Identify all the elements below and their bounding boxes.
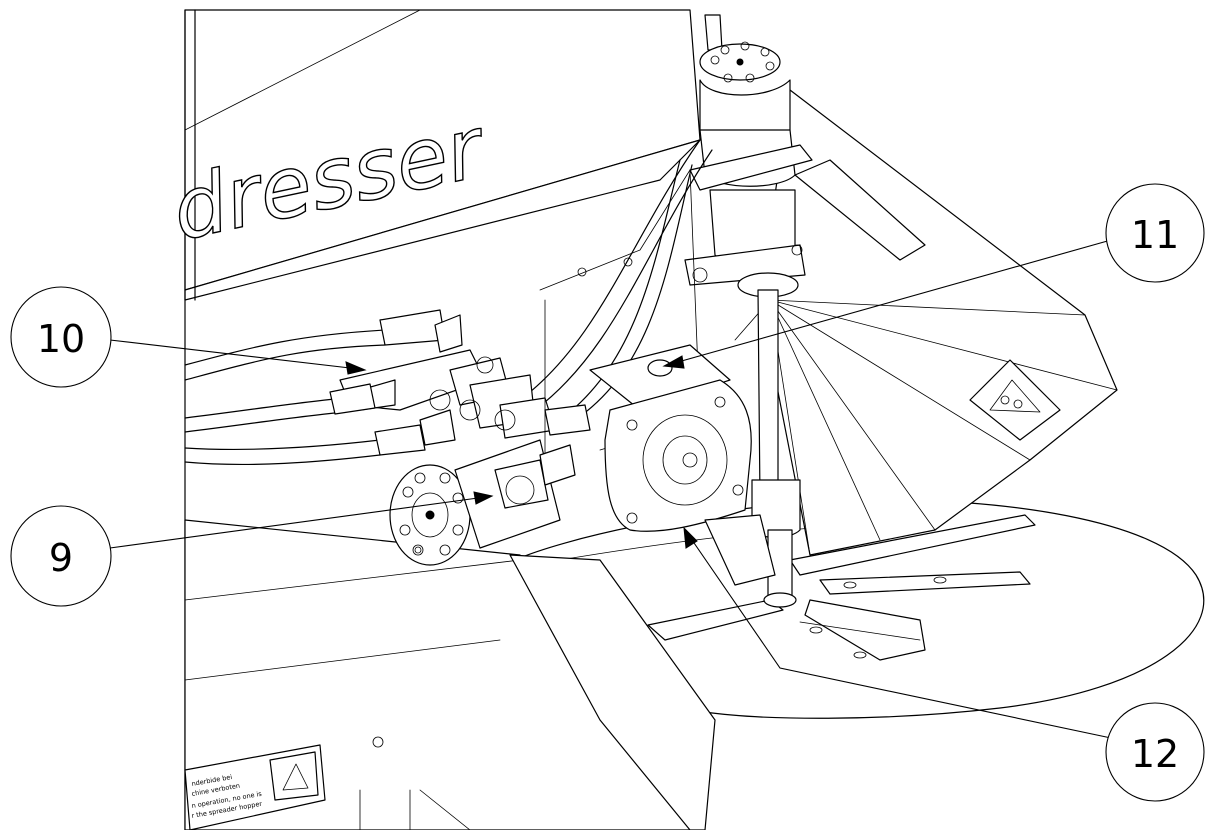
arrowhead-11 <box>662 355 685 369</box>
callout-11-label: 11 <box>1131 213 1179 257</box>
hydraulic-hoses <box>184 139 713 466</box>
leader-lines <box>109 239 1112 739</box>
gearbox-housing <box>589 344 776 586</box>
callout-10: 10 <box>10 286 112 388</box>
arrowhead-10 <box>345 361 367 375</box>
spreader-disc <box>514 499 1205 719</box>
leader-line-12 <box>691 539 1112 739</box>
arrowhead-12 <box>683 526 698 549</box>
valve-block <box>329 309 591 456</box>
callout-12-label: 12 <box>1131 732 1179 776</box>
leader-line-9 <box>109 497 479 549</box>
callout-12: 12 <box>1105 702 1205 802</box>
callout-9: 9 <box>10 505 112 607</box>
callout-11: 11 <box>1105 183 1205 283</box>
callout-10-label: 10 <box>37 317 85 361</box>
warning-decal: nderbide bei chine verboten n operation,… <box>184 744 326 830</box>
leader-line-11 <box>677 239 1112 363</box>
leader-line-10 <box>109 339 351 369</box>
arrowhead-9 <box>473 491 494 505</box>
callout-9-label: 9 <box>49 536 73 580</box>
vertical-hydraulic-motor <box>684 14 926 608</box>
hydraulic-pump <box>389 439 576 566</box>
